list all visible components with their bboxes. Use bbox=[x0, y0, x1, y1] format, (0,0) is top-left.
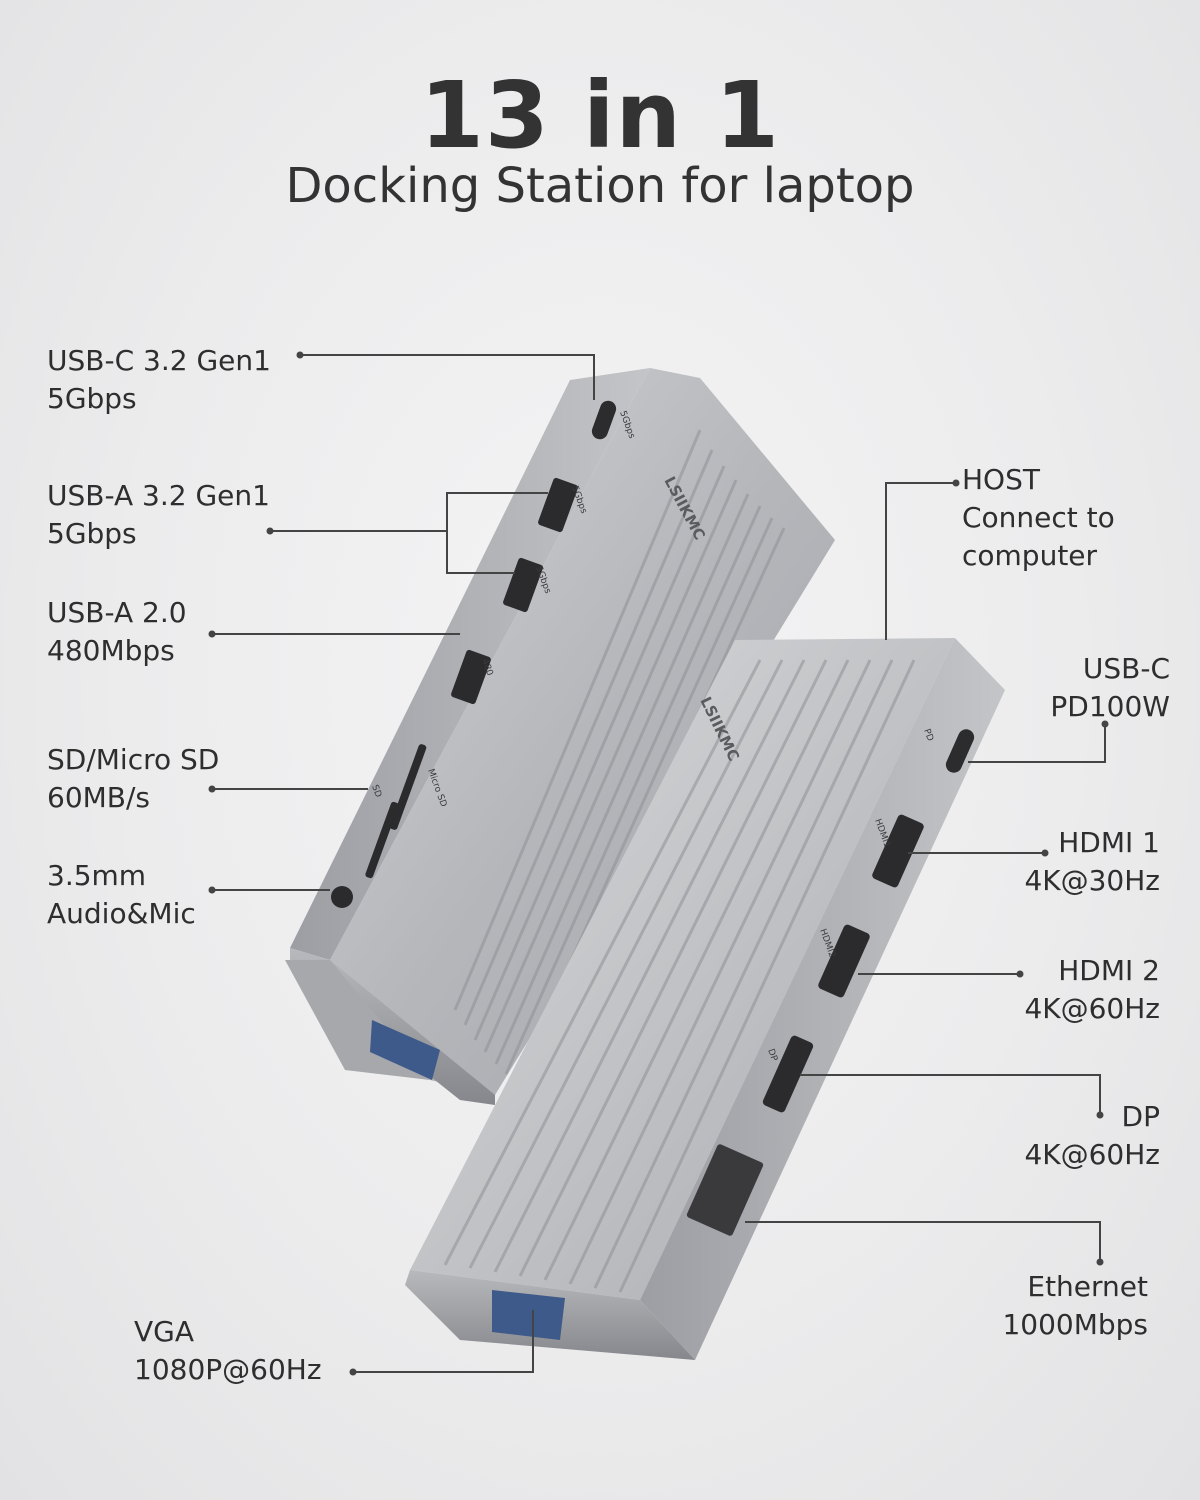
left-ribs bbox=[453, 429, 786, 1089]
label-hdmi2: HDMI 2 4K@60Hz bbox=[1024, 954, 1160, 1025]
label-hdmi1: HDMI 1 4K@30Hz bbox=[1024, 826, 1160, 897]
sd-slot bbox=[389, 744, 427, 830]
page-title: 13 in 1 bbox=[419, 62, 781, 169]
label-usb-a-2: USB-A 2.0 480Mbps bbox=[47, 596, 187, 667]
usb-a-5g-port-2 bbox=[503, 557, 543, 613]
hdmi2-port bbox=[818, 924, 870, 998]
leader-lines bbox=[212, 354, 1106, 1373]
dock-right: LSIIKMC bbox=[405, 638, 1005, 1360]
label-dp: DP 4K@60Hz bbox=[1024, 1100, 1160, 1171]
usb-c-pd-port bbox=[945, 729, 975, 773]
label-usb-a-gen1: USB-A 3.2 Gen1 5Gbps bbox=[47, 479, 270, 550]
label-vga: VGA 1080P@60Hz bbox=[134, 1315, 322, 1386]
mark-sd: SD bbox=[369, 784, 383, 799]
micro-sd-slot bbox=[365, 801, 399, 879]
label-ethernet: Ethernet 1000Mbps bbox=[1002, 1270, 1148, 1341]
audio-jack bbox=[331, 886, 353, 908]
label-usb-c-pd: USB-C PD100W bbox=[1050, 652, 1170, 723]
mark-pd: PD bbox=[921, 728, 935, 743]
page-subtitle: Docking Station for laptop bbox=[285, 158, 915, 214]
ethernet-port bbox=[686, 1144, 764, 1236]
vga-port-left bbox=[370, 1020, 440, 1080]
dp-port bbox=[762, 1035, 814, 1113]
leader-dots bbox=[208, 351, 1109, 1376]
dock-left: LSIIKMC bbox=[285, 368, 835, 1105]
vga-port-right bbox=[492, 1290, 565, 1340]
label-host: HOST Connect to computer bbox=[962, 463, 1115, 572]
label-audio: 3.5mm Audio&Mic bbox=[47, 859, 196, 930]
right-ribs bbox=[443, 659, 916, 1293]
usb-a-5g-port-1 bbox=[538, 477, 578, 533]
mark-dp: DP bbox=[765, 1048, 779, 1064]
hdmi1-port bbox=[872, 814, 924, 888]
label-usb-c-gen1: USB-C 3.2 Gen1 5Gbps bbox=[47, 344, 271, 415]
usb-a-480-port bbox=[451, 649, 491, 705]
usb-c-5g-port bbox=[591, 400, 617, 440]
label-sd-card: SD/Micro SD 60MB/s bbox=[47, 743, 220, 814]
